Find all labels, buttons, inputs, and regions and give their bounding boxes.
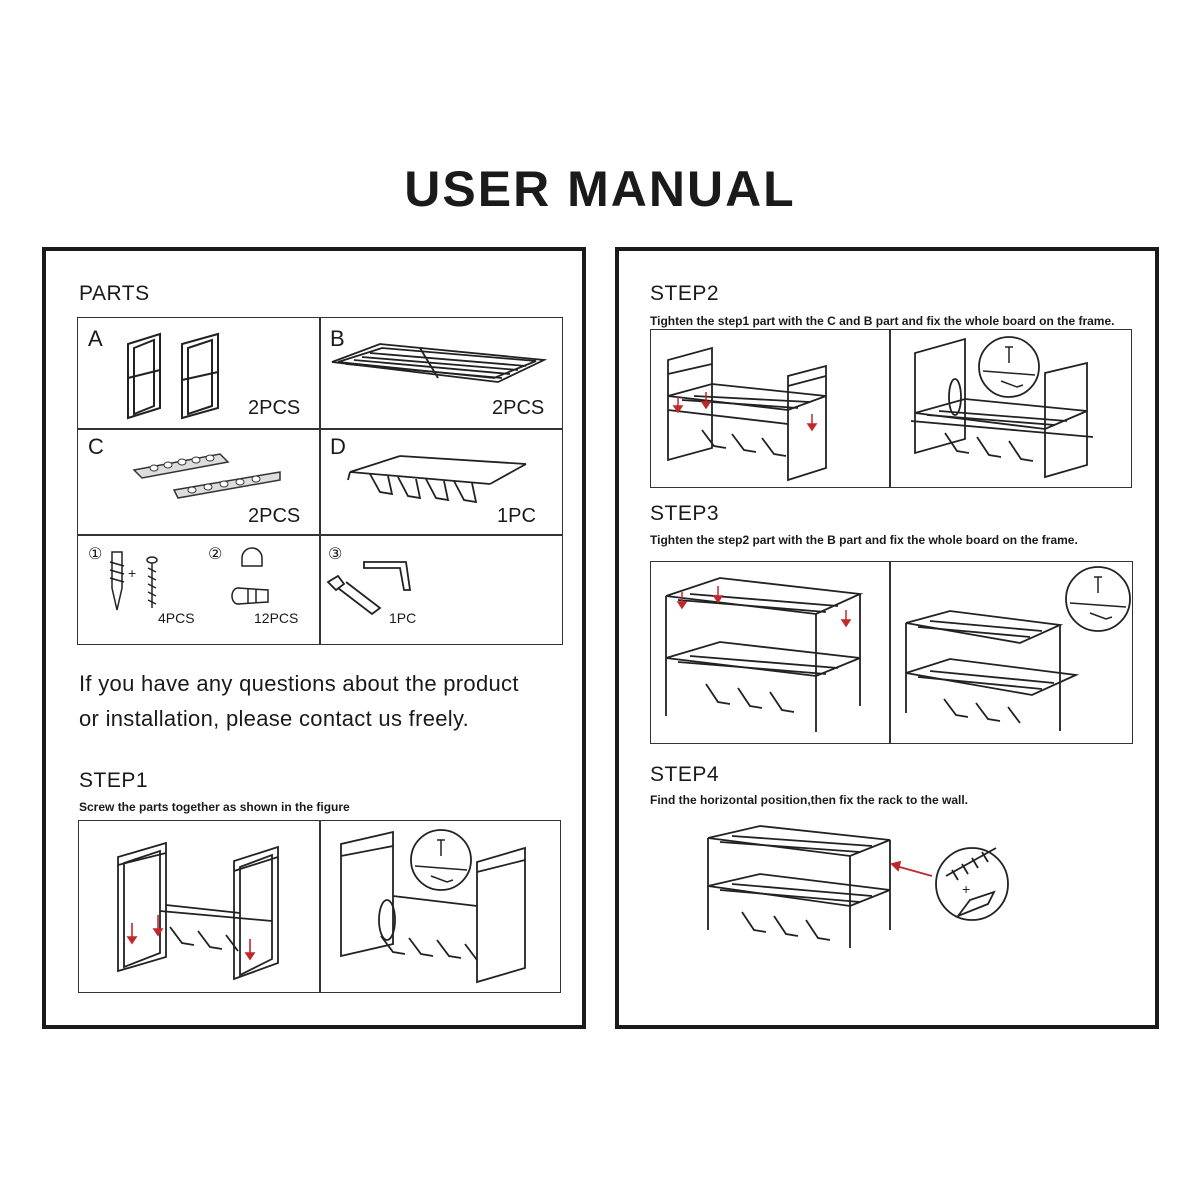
- wrench-hex-key-icon: [326, 561, 412, 616]
- svg-text:+: +: [962, 881, 970, 897]
- assembly-diagram-icon: +: [707, 825, 1009, 948]
- step4-heading: STEP4: [650, 763, 720, 786]
- parts-heading: PARTS: [79, 282, 150, 305]
- hardware-1-num: ①: [88, 546, 103, 563]
- svg-text:+: +: [128, 565, 136, 581]
- step1-text: Screw the parts together as shown in the…: [79, 800, 350, 814]
- right-panel: [615, 247, 1159, 1029]
- step2-heading: STEP2: [650, 282, 720, 305]
- part-b-letter: B: [330, 326, 345, 351]
- assembly-diagram-icon: [665, 577, 864, 732]
- part-b-qty: 2PCS: [492, 397, 545, 419]
- step3-text: Tighten the step2 part with the B part a…: [650, 533, 1078, 547]
- anchor-screw-icon: +: [109, 551, 158, 611]
- hardware-2-qty: 12PCS: [254, 610, 299, 626]
- contact-line-2: or installation, please contact us freel…: [79, 706, 470, 731]
- step2-text: Tighten the step1 part with the C and B …: [650, 314, 1115, 328]
- side-frame-icon: [127, 332, 219, 420]
- cap-nut-bolt-icon: [231, 547, 269, 605]
- step4-text: Find the horizontal position,then fix th…: [650, 793, 969, 807]
- assembly-diagram-icon: [667, 346, 827, 482]
- shelf-board-icon: [331, 343, 548, 383]
- part-c-qty: 2PCS: [248, 505, 301, 527]
- part-a-letter: A: [88, 326, 103, 351]
- contact-line-1: If you have any questions about the prod…: [79, 671, 519, 696]
- part-a-qty: 2PCS: [248, 397, 301, 419]
- assembly-diagram-icon: [117, 841, 279, 981]
- tool-hook-icon: [347, 455, 527, 504]
- hardware-1-qty: 4PCS: [158, 610, 195, 626]
- hardware-3-qty: 1PC: [389, 610, 417, 626]
- step3-heading: STEP3: [650, 502, 720, 525]
- part-c-letter: C: [88, 434, 104, 459]
- hardware-3-num: ③: [328, 546, 343, 563]
- step1-heading: STEP1: [79, 769, 149, 792]
- mounting-strip-icon: [132, 453, 281, 499]
- assembly-diagram-icon: [905, 566, 1131, 731]
- hardware-2-num: ②: [208, 546, 223, 563]
- part-d-letter: D: [330, 434, 346, 459]
- assembly-diagram-icon: [910, 336, 1094, 479]
- assembly-diagram-icon: [340, 829, 526, 984]
- left-panel: [42, 247, 586, 1029]
- part-d-qty: 1PC: [497, 505, 536, 527]
- manual-title: USER MANUAL: [404, 161, 796, 217]
- step2-figure: [650, 329, 1132, 488]
- step3-figure: [650, 561, 1133, 744]
